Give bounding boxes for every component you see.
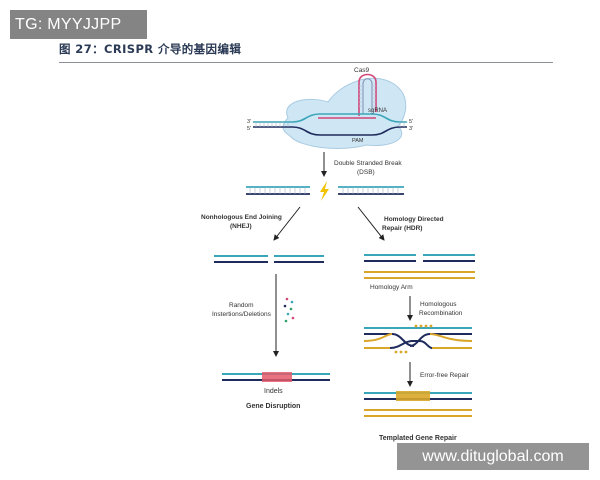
watermark-bottom-right: www.dituglobal.com: [397, 443, 589, 470]
gap-fill-dots: [394, 324, 433, 354]
indel-dna: [222, 372, 330, 382]
strand-end-label-bottom-left: 5': [247, 126, 251, 132]
dsb-label-line1: Double Stranded Break: [334, 160, 402, 167]
nhej-broken-dna: [214, 255, 324, 263]
homologous-recombination-line2: Recombination: [419, 310, 463, 317]
cas9-label: Cas9: [354, 67, 370, 74]
strand-end-label-top-left: 3': [247, 119, 251, 125]
target-dna-top-strand: [253, 113, 407, 123]
repaired-dna: [364, 391, 472, 417]
homologous-recombination-line1: Homologous: [420, 301, 457, 308]
recombination-crossover: [363, 324, 473, 354]
hdr-broken-dna: [364, 254, 475, 262]
strand-end-label-bottom-right: 3': [409, 126, 413, 132]
sgrna-hairpin: [358, 73, 377, 116]
title-divider: [59, 62, 553, 63]
arrow-to-hdr: [357, 206, 385, 241]
nhej-title-line1: Nonhologous End Joining: [201, 214, 282, 221]
nucleotide-dots-icon: [283, 297, 295, 323]
sgrna-hairpin-rungs: [359, 85, 376, 107]
broken-dna: [246, 186, 404, 195]
lightning-bolt-icon: [320, 181, 329, 201]
watermark-top-left: TG: MYYJJPP: [10, 10, 147, 39]
gene-disruption-label: Gene Disruption: [246, 403, 300, 410]
random-label-line2: Instertions/Deletions: [212, 311, 272, 318]
indels-label: Indels: [264, 388, 283, 395]
donor-template-dna: [364, 271, 475, 279]
templated-repair-label: Templated Gene Repair: [379, 435, 457, 442]
pam-label: PAM: [352, 138, 364, 144]
dna-base-pairs: [255, 122, 405, 127]
hdr-title-line2: Repair (HDR): [382, 225, 422, 232]
random-label-line1: Random: [229, 302, 254, 309]
strand-end-label-top-right: 5': [409, 119, 413, 125]
target-dna-bottom-strand: [253, 126, 407, 136]
error-free-label: Error-free Repair: [420, 372, 470, 379]
cas9-complex: Cas9 sgRNA PAM 3' 5' 5' 3': [247, 67, 413, 149]
sgrna-label: sgRNA: [368, 108, 387, 114]
dsb-label-line2: (DSB): [357, 169, 375, 176]
indel-segment: [262, 372, 292, 382]
hdr-title-line1: Homology Directed: [384, 216, 444, 223]
nhej-title-line2: (NHEJ): [230, 223, 252, 230]
nhej-title: Nonhologous End Joining (NHEJ): [201, 214, 282, 230]
arrow-to-nhej: [273, 206, 301, 241]
homology-arm-label: Homology Arm: [370, 284, 413, 291]
figure-title: 图 27：CRISPR 介导的基因编辑: [59, 42, 242, 56]
